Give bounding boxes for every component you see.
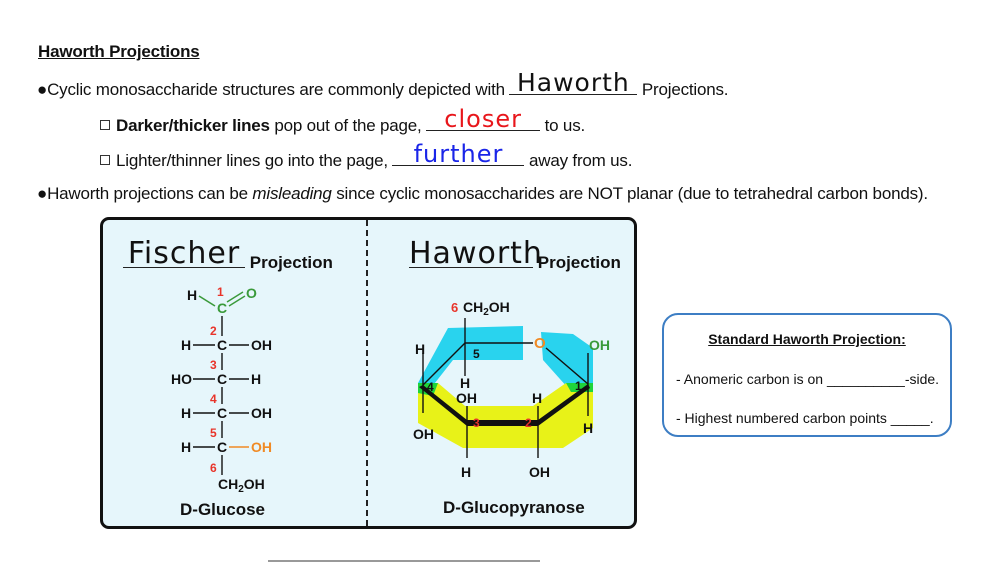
- svg-text:H: H: [461, 464, 471, 480]
- checkbox-icon: [100, 155, 110, 165]
- fill-blank-haworth: Haworth: [509, 68, 638, 97]
- svg-text:6: 6: [451, 300, 458, 315]
- svg-text:H: H: [460, 375, 470, 391]
- handwritten-answer: closer: [444, 105, 522, 133]
- bullet-text: away from us.: [524, 151, 633, 170]
- bullet-text: Cyclic monosaccharide structures are com…: [47, 80, 510, 99]
- svg-text:5: 5: [473, 347, 480, 361]
- svg-text:2: 2: [525, 416, 532, 430]
- svg-text:3: 3: [210, 358, 217, 372]
- bullet-text: Lighter/thinner lines go into the page,: [116, 151, 393, 170]
- projection-label: Projection: [537, 253, 621, 272]
- subbullet-darker-lines: Darker/thicker lines pop out of the page…: [100, 105, 586, 136]
- svg-text:OH: OH: [251, 405, 272, 421]
- bullet-text: since cyclic monosaccharides are NOT pla…: [331, 184, 928, 203]
- note-line-highest-carbon: - Highest numbered carbon points _____.: [676, 410, 934, 426]
- svg-text:3: 3: [473, 416, 480, 430]
- bottom-divider: [268, 560, 540, 562]
- svg-text:OH: OH: [251, 439, 272, 455]
- note-line-anomeric: - Anomeric carbon is on __________-side.: [676, 371, 940, 387]
- handwritten-answer: further: [413, 140, 504, 168]
- bullet-misleading: ●Haworth projections can be misleading s…: [37, 184, 928, 204]
- fischer-molecule-name: D-Glucose: [180, 500, 266, 519]
- fischer-heading: Fischer Projection: [123, 236, 333, 273]
- bullet-text: Projections.: [637, 80, 729, 99]
- bold-term: Darker/thicker lines: [116, 116, 270, 135]
- svg-text:O: O: [246, 285, 257, 301]
- haworth-molecule-name: D-Glucopyranose: [443, 498, 585, 517]
- fill-blank-further: further: [392, 140, 525, 168]
- svg-text:HO: HO: [171, 371, 192, 387]
- svg-text:H: H: [583, 420, 593, 436]
- svg-text:4: 4: [210, 392, 217, 406]
- handwritten-answer: Haworth: [516, 68, 630, 97]
- svg-text:C: C: [217, 337, 227, 353]
- svg-text:OH: OH: [589, 337, 610, 353]
- svg-text:2: 2: [210, 324, 217, 338]
- svg-text:H: H: [181, 439, 191, 455]
- svg-text:C: C: [217, 405, 227, 421]
- projection-label: Projection: [249, 253, 333, 272]
- haworth-heading: Haworth Projection: [409, 236, 621, 273]
- fill-blank-fischer: Fischer: [123, 236, 245, 271]
- bullet-haworth-depiction: ●Cyclic monosaccharide structures are co…: [37, 68, 729, 100]
- svg-text:C: C: [217, 300, 227, 316]
- svg-text:H: H: [532, 390, 542, 406]
- svg-text:H: H: [251, 371, 261, 387]
- svg-text:OH: OH: [413, 426, 434, 442]
- svg-text:OH: OH: [251, 337, 272, 353]
- svg-text:O: O: [534, 335, 546, 352]
- svg-text:C: C: [217, 439, 227, 455]
- page-title: Haworth Projections: [38, 42, 200, 61]
- bullet-text: to us.: [540, 116, 586, 135]
- svg-text:OH: OH: [529, 464, 550, 480]
- svg-text:H: H: [187, 287, 197, 303]
- svg-text:H: H: [415, 341, 425, 357]
- svg-text:6: 6: [210, 461, 217, 475]
- haworth-structure: 6 CH2OH O OH H 5 H 4 1 OH H 3 2 OH H H O…: [413, 299, 610, 480]
- standard-haworth-note: Standard Haworth Projection: - Anomeric …: [662, 313, 952, 437]
- bullet-text: pop out of the page,: [269, 116, 427, 135]
- svg-text:C: C: [217, 371, 227, 387]
- svg-text:4: 4: [427, 380, 434, 394]
- handwritten-answer: Haworth: [409, 236, 543, 271]
- bullet-marker: ●: [37, 184, 48, 203]
- note-title: Standard Haworth Projection:: [708, 331, 906, 347]
- svg-text:1: 1: [575, 379, 582, 393]
- fill-blank-haworth-heading: Haworth: [409, 236, 543, 271]
- svg-text:CH2OH: CH2OH: [463, 299, 510, 318]
- bullet-marker: ●: [37, 80, 48, 99]
- subbullet-lighter-lines: Lighter/thinner lines go into the page, …: [100, 140, 633, 171]
- svg-text:OH: OH: [456, 390, 477, 406]
- dashed-divider: [366, 220, 368, 526]
- svg-text:5: 5: [210, 426, 217, 440]
- handwritten-answer: Fischer: [127, 236, 241, 271]
- checkbox-icon: [100, 120, 110, 130]
- svg-text:H: H: [181, 337, 191, 353]
- fischer-structure: H 1 C O 2 H C OH 3 HO C H 4 H: [171, 285, 272, 495]
- fill-blank-closer: closer: [426, 105, 541, 133]
- italic-term: misleading: [252, 184, 332, 203]
- svg-text:CH2OH: CH2OH: [218, 476, 265, 495]
- svg-text:H: H: [181, 405, 191, 421]
- svg-text:1: 1: [217, 285, 224, 299]
- projection-diagram-panel: Fischer Projection Haworth Projection H …: [100, 217, 637, 529]
- bullet-text: Haworth projections can be: [47, 184, 253, 203]
